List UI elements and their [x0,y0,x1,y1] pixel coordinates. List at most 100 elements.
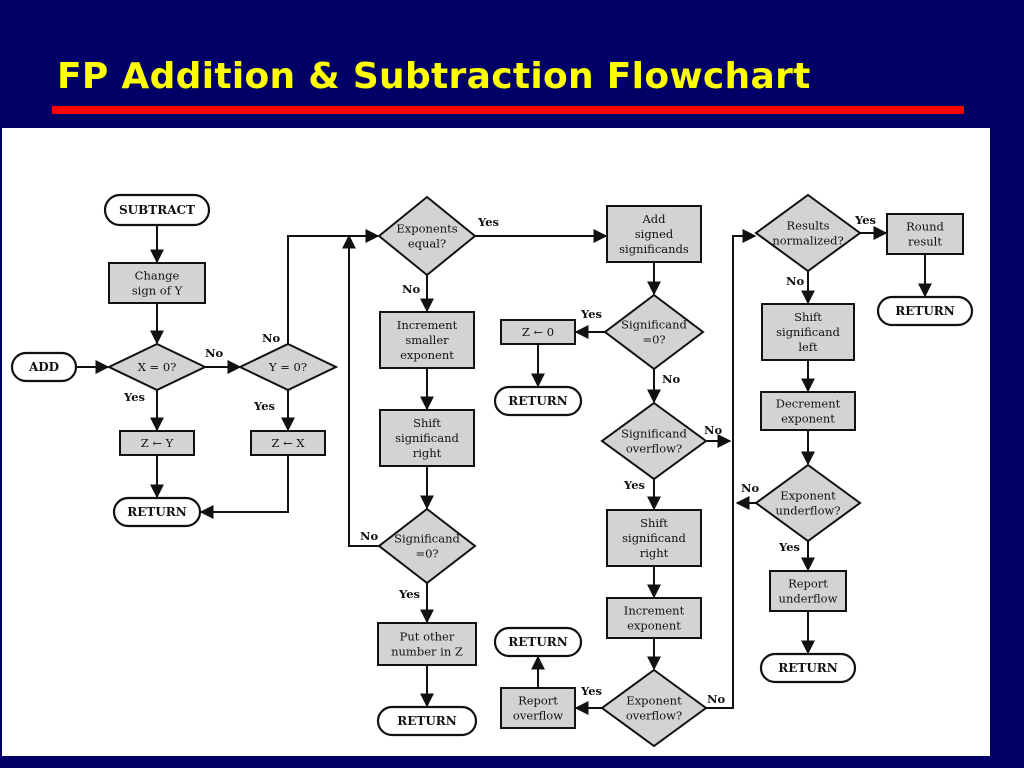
return-3-text: RETURN [508,394,567,408]
shift-right-2-text: Shift [640,516,668,530]
y-zero-diamond-shape [237,342,339,392]
connector-arrow [199,455,289,519]
exp-overflow-text: Exponent [626,694,682,708]
sig-overflow-diamond-shape [600,401,708,481]
round-result-text: result [908,235,942,249]
add-signed-text: signed [635,227,674,241]
exp-equal-text: Exponents [396,222,457,236]
put-other-box-shape [377,622,477,666]
exp-overflow-diamond-shape [600,668,708,748]
sig-zero-2-diamond-shape [603,293,705,371]
exp-equal-diamond-shape [377,195,477,277]
return-6-terminal-shape [759,652,857,684]
add-signed-text: significands [619,242,689,256]
change-sign-box-shape [108,262,206,304]
flow-y-zero-decision: Y = 0? [237,342,339,392]
inc-exp-text: exponent [627,619,681,633]
flow-subtract-terminal: SUBTRACT [103,193,211,227]
round-result-text: Round [906,220,944,234]
edge-label-sig-overflow-no: No [704,423,723,437]
connector-arrow [342,234,379,547]
flowchart-edge-labels: NoYesNoYesYesNoNoYesYesNoNoYesYesNoYesNo… [123,213,876,706]
flow-x-zero-decision: X = 0? [106,342,208,392]
exp-underflow-text: Exponent [780,489,836,503]
flow-z-gets-y-process-box: Z ← Y [119,430,195,456]
shift-right-2-text: significand [622,531,686,545]
dec-exp-box-shape [760,391,856,431]
x-zero-diamond-shape [106,342,208,392]
inc-smaller-text: smaller [405,333,449,347]
flow-return-6-terminal: RETURN [759,652,857,684]
report-overflow-text: Report [518,694,558,708]
edge-label-sig-zero-2-yes: Yes [580,307,602,321]
edge-label-y-zero-no: No [262,331,281,345]
shift-left-box-shape [761,303,855,361]
put-other-text: Put other [400,630,455,644]
flow-return-1-terminal: RETURN [112,496,202,528]
x-zero-text: X = 0? [138,360,177,374]
inc-exp-box-shape [606,597,702,639]
change-sign-text: sign of Y [132,284,183,298]
return-6-text: RETURN [778,661,837,675]
flow-add-terminal: ADD [10,351,78,383]
report-overflow-text: overflow [513,709,563,723]
subtract-text: SUBTRACT [119,203,195,217]
report-underflow-text: underflow [779,592,838,606]
return-5-text: RETURN [895,304,954,318]
add-signed-text: Add [641,212,666,226]
flowchart-edges [76,225,932,715]
sig-overflow-text: overflow? [626,442,682,456]
edge-label-exp-equal-no: No [402,282,421,296]
sig-zero-2-text: Significand [621,318,687,332]
flow-z-gets-x-process-box: Z ← X [250,430,326,456]
report-overflow-box-shape [500,687,576,729]
z-gets-y-box-shape [119,430,195,456]
connector-arrow [706,229,757,709]
z-gets-y-text: Z ← Y [141,436,174,450]
add-text: ADD [28,360,59,374]
z-gets-0-box-shape [500,319,576,345]
y-zero-text: Y = 0? [268,360,307,374]
connector-arrow [287,229,380,344]
inc-smaller-text: exponent [400,348,454,362]
return-1-text: RETURN [127,505,186,519]
report-underflow-box-shape [769,570,847,612]
edge-label-x-zero-yes: Yes [123,390,145,404]
edge-label-y-zero-yes: Yes [253,399,275,413]
shift-left-text: significand [776,325,840,339]
return-3-terminal-shape [493,385,583,417]
flow-return-2-terminal: RETURN [376,705,478,737]
edge-label-x-zero-no: No [205,346,224,360]
shift-right-1-text: Shift [413,416,441,430]
shift-left-text: Shift [794,310,822,324]
inc-smaller-box-shape [379,311,475,369]
slide-title: FP Addition & Subtraction Flowchart [57,56,811,97]
edge-label-exp-overflow-no: No [707,692,726,706]
dec-exp-text: Decrement [776,397,841,411]
shift-right-2-text: right [640,546,669,560]
change-sign-text: Change [135,269,180,283]
shift-right-1-box-shape [379,409,475,467]
round-result-box-shape [886,213,964,255]
sig-zero-1-text: =0? [415,547,438,561]
sig-zero-2-text: =0? [642,333,665,347]
add-terminal-shape [10,351,78,383]
shift-right-2-box-shape [606,509,702,567]
sig-overflow-text: Significand [621,427,687,441]
results-norm-diamond-shape [754,193,862,273]
return-4-terminal-shape [493,626,583,658]
return-2-terminal-shape [376,705,478,737]
sig-zero-1-text: Significand [394,532,460,546]
return-1-terminal-shape [112,496,202,528]
